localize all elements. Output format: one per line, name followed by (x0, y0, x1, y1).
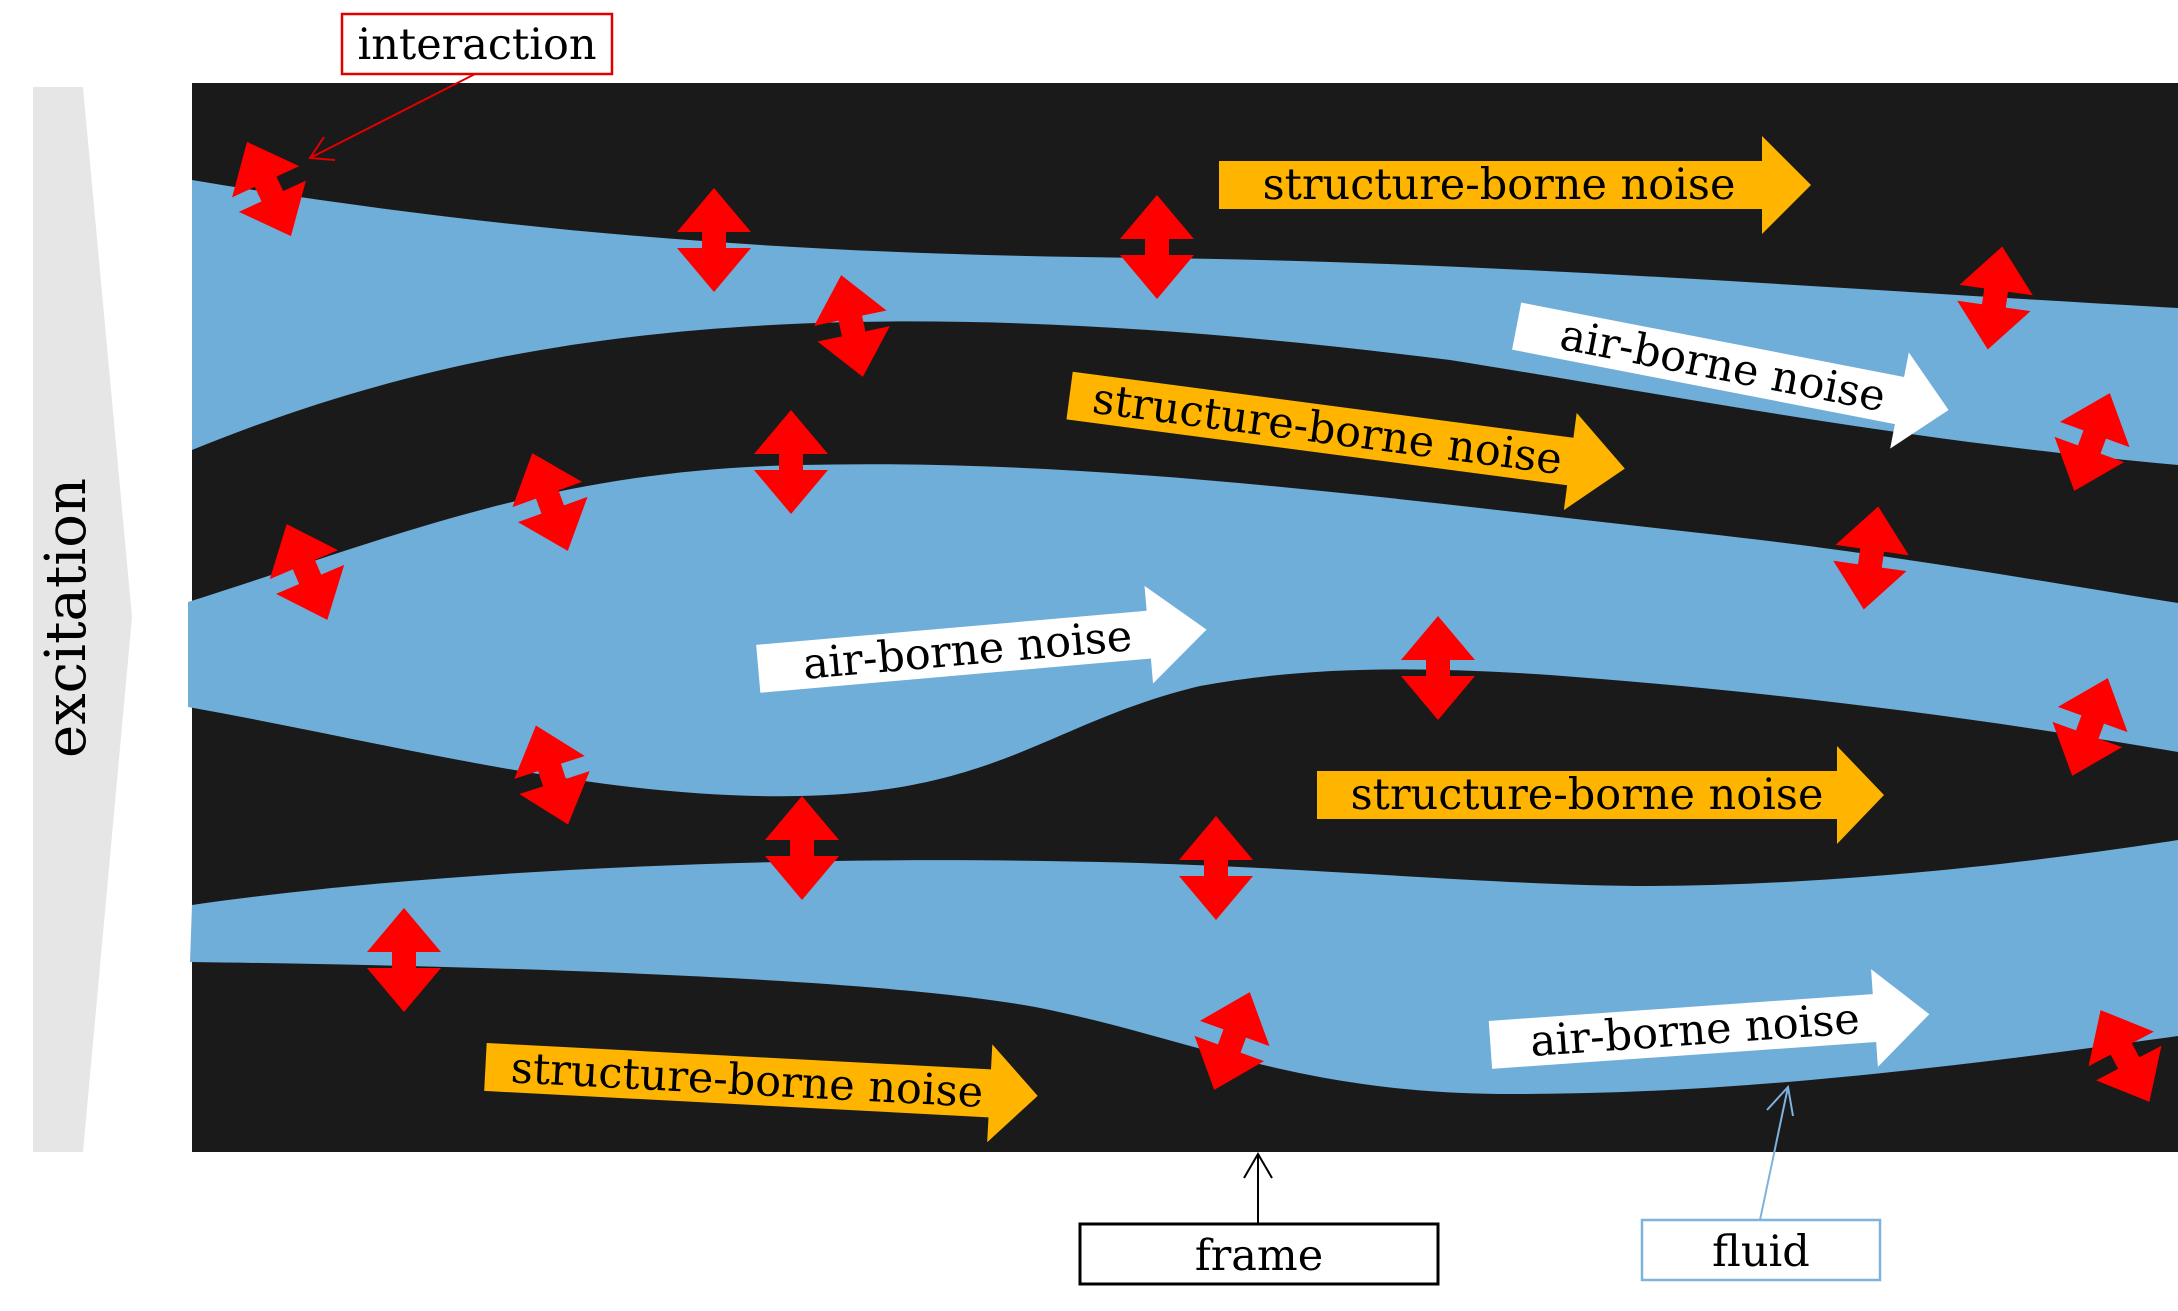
frame-pointer-head (1243, 1152, 1273, 1179)
structure-borne-label: structure-borne noise (1263, 160, 1736, 210)
structure-borne-arrow-shape (484, 1042, 1038, 1143)
interaction-pointer-line (309, 73, 476, 159)
fluid-label: fluid (1712, 1227, 1810, 1277)
air-borne-arrow-shape (756, 585, 1207, 693)
fluid-pointer-line (1759, 1086, 1789, 1221)
structure-borne-arrow-shape (1219, 136, 1811, 234)
excitation-label: excitation (34, 478, 99, 758)
frame-label-box (1078, 1222, 1440, 1286)
interaction-label: interaction (357, 20, 596, 70)
interaction-callout: interaction (308, 12, 614, 161)
structure-borne-arrow-1: structure-borne noise (1219, 136, 1811, 234)
interaction-pointer-head (308, 136, 336, 161)
frame-label: frame (1195, 1231, 1323, 1281)
excitation-arrow-shape (33, 87, 132, 1152)
air-borne-arrow-shape (1512, 302, 1949, 449)
frame-callout: frame (1078, 1152, 1440, 1286)
structure-borne-arrow-shape (1317, 746, 1884, 844)
air-borne-arrow-shape (1488, 969, 1930, 1069)
structure-borne-label: structure-borne noise (1351, 770, 1824, 820)
fluid-pointer-head (1766, 1084, 1794, 1117)
fluid-callout: fluid (1640, 1084, 1882, 1282)
structure-borne-arrow-shape (1066, 371, 1625, 511)
fluid-label-box (1640, 1218, 1882, 1282)
interaction-label-box (340, 12, 614, 76)
excitation-arrow: excitation (33, 87, 132, 1152)
structure-borne-arrow-3: structure-borne noise (1317, 746, 1884, 844)
